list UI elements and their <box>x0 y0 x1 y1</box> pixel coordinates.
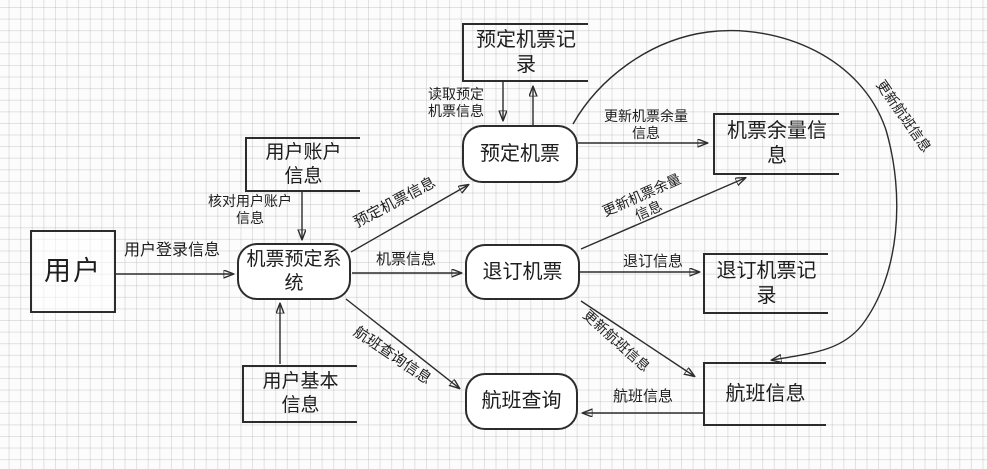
store-remaining-tickets-label-line1: 机票余量信 <box>727 120 827 142</box>
flow-label-update-remaining-book-line1: 更新机票余量 <box>604 110 688 125</box>
process-booking-system-label-line2: 统 <box>284 272 304 294</box>
flow-label-ticket-info: 机票信息 <box>375 252 436 268</box>
store-user-account-info: 用户账户 信息 <box>245 137 360 192</box>
process-booking-system-label-line1: 机票预定系 <box>246 248 342 270</box>
store-booking-record: 预定机票记 录 <box>462 23 588 82</box>
process-booking-system: 机票预定系 统 <box>237 243 351 300</box>
store-user-basic-info: 用户基本 信息 <box>242 365 357 423</box>
store-cancel-record: 退订机票记 录 <box>703 253 828 314</box>
process-cancel-ticket-label: 退订机票 <box>482 260 563 283</box>
flow-booking-info-arrow <box>350 185 468 253</box>
store-cancel-record-label-line1: 退订机票记 <box>716 259 817 282</box>
flow-label-update-remaining-book-line2: 信息 <box>632 126 660 142</box>
store-user-account-info-label-line1: 用户账户 <box>265 141 342 163</box>
flow-label-cancel-info: 退订信息 <box>622 254 683 270</box>
flow-label-verify: 核对用户账户 信息 <box>200 195 300 229</box>
flow-query-info-arrow <box>345 298 459 388</box>
flow-label-read-booking-line1: 读取预定 <box>428 88 484 103</box>
flow-label-update-remaining-book: 更新机票余量 信息 <box>596 110 696 144</box>
store-user-basic-info-label-line1: 用户基本 <box>262 371 339 393</box>
entity-user: 用户 <box>30 230 116 313</box>
store-booking-record-label-line2: 录 <box>516 53 536 76</box>
flow-label-verify-line1: 核对用户账户 <box>208 195 292 210</box>
process-flight-query: 航班查询 <box>465 373 578 430</box>
entity-user-label: 用户 <box>44 255 102 286</box>
process-book-ticket-label: 预定机票 <box>480 142 560 165</box>
store-booking-record-label-line1: 预定机票记 <box>476 28 576 51</box>
process-book-ticket: 预定机票 <box>462 125 578 183</box>
process-cancel-ticket: 退订机票 <box>465 244 580 300</box>
store-cancel-record-label-line2: 录 <box>756 284 777 307</box>
flow-update-flight-cancel-arrow <box>580 300 694 376</box>
flow-label-login: 用户登录信息 <box>123 242 220 259</box>
flow-label-read-booking: 读取预定 机票信息 <box>424 88 488 122</box>
process-flight-query-label: 航班查询 <box>481 390 562 412</box>
flow-label-flight-to-query: 航班信息 <box>612 389 673 405</box>
store-remaining-tickets: 机票余量信 息 <box>713 113 839 175</box>
flow-label-verify-line2: 信息 <box>236 211 264 227</box>
store-flight-info-label: 航班信息 <box>725 382 806 405</box>
store-flight-info: 航班信息 <box>703 362 826 426</box>
store-remaining-tickets-label-line2: 息 <box>767 145 787 167</box>
flow-update-flight-curve-arrow <box>572 29 898 360</box>
flow-label-read-booking-line2: 机票信息 <box>428 104 484 120</box>
store-user-basic-info-label-line2: 信息 <box>281 395 320 416</box>
flow-update-remaining-cancel-arrow <box>580 178 745 250</box>
store-user-account-info-label-line2: 信息 <box>284 165 323 187</box>
